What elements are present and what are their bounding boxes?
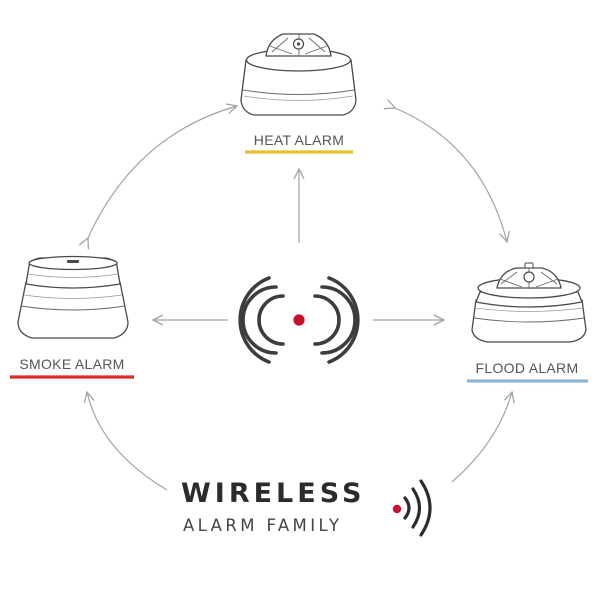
arrow-heat-to-flood — [395, 108, 507, 242]
brand-title: WIRELESS — [181, 478, 365, 509]
wireless-waves-icon — [403, 479, 432, 537]
arrow-smoke-to-heat — [88, 106, 237, 238]
smoke-alarm-icon — [17, 255, 129, 339]
brand-logo: WIRELESS ALARM FAMILY — [181, 478, 432, 537]
wireless-signal-icon — [238, 276, 360, 364]
arrow-brand-to-flood — [451, 392, 512, 483]
brand-dot — [392, 504, 402, 514]
heat-alarm-label: HEAT ALARM — [254, 132, 344, 148]
signal-dot — [293, 314, 305, 326]
ring-arrows — [87, 106, 512, 491]
smoke-alarm-label: SMOKE ALARM — [19, 356, 124, 372]
flood-alarm-icon — [471, 262, 587, 343]
brand-subtitle: ALARM FAMILY — [183, 516, 342, 535]
arrow-brand-to-smoke — [87, 392, 168, 491]
center-arrows — [153, 169, 444, 320]
flood-alarm-label: FLOOD ALARM — [476, 360, 579, 376]
heat-alarm-icon — [240, 33, 357, 116]
